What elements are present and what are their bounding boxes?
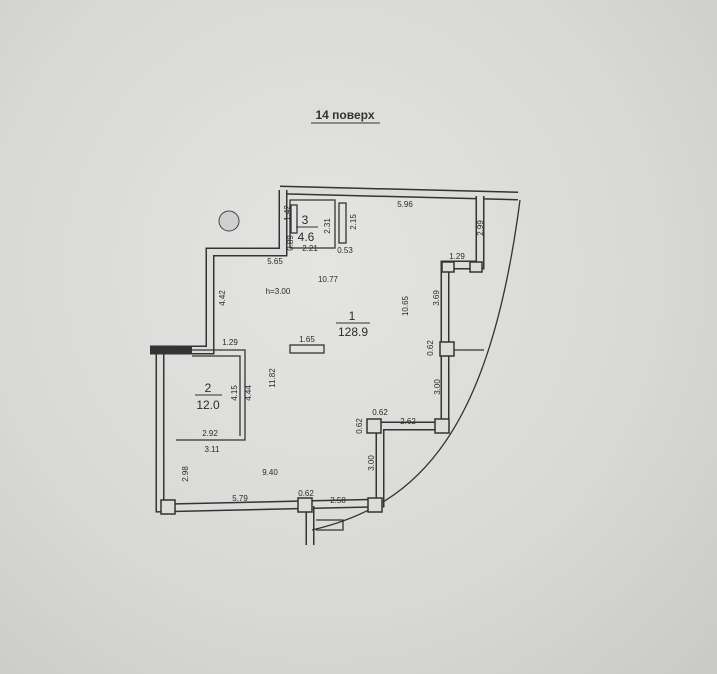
dim: 2.92 bbox=[202, 429, 218, 438]
dim: 0.53 bbox=[337, 246, 353, 255]
dimension-labels: 5.96 1.42 2.31 2.15 0.89 2.21 0.53 2.99 … bbox=[181, 200, 485, 505]
dim: 1.65 bbox=[299, 335, 315, 344]
dim: 1.29 bbox=[449, 252, 465, 261]
room-1-area: 128.9 bbox=[338, 325, 368, 339]
dim: 0.62 bbox=[372, 408, 388, 417]
dim: 3.00 bbox=[367, 455, 376, 471]
dim: 0.89 bbox=[286, 235, 295, 251]
dim: 2.98 bbox=[181, 466, 190, 482]
page-title: 14 поверх bbox=[311, 108, 380, 124]
dim: 4.15 bbox=[230, 385, 239, 401]
ceiling-height: h=3.00 bbox=[266, 287, 291, 296]
dim: 3.69 bbox=[432, 290, 441, 306]
dim: 3.11 bbox=[205, 445, 221, 454]
room-2-area: 12.0 bbox=[196, 398, 220, 412]
dim: 4.42 bbox=[218, 290, 227, 306]
walls bbox=[150, 185, 521, 545]
room-3-area: 4.6 bbox=[298, 230, 315, 244]
dim: 5.96 bbox=[397, 200, 413, 209]
room-2-number: 2 bbox=[205, 381, 212, 395]
floor-title: 14 поверх bbox=[316, 108, 375, 122]
room-3-number: 3 bbox=[302, 213, 309, 227]
dim: 2.99 bbox=[476, 220, 485, 236]
dim: 1.42 bbox=[283, 205, 292, 221]
dim: 5.79 bbox=[232, 494, 248, 503]
room-labels: 1 128.9 2 12.0 3 4.6 h=3.00 bbox=[195, 213, 370, 412]
room-1-number: 1 bbox=[349, 309, 356, 323]
dim: 0.62 bbox=[426, 340, 435, 356]
columns bbox=[160, 261, 483, 515]
dim: 10.77 bbox=[318, 275, 339, 284]
dim: 3.00 bbox=[433, 379, 442, 395]
dim: 10.65 bbox=[401, 295, 410, 316]
dim: 0.62 bbox=[355, 418, 364, 434]
dim: 2.15 bbox=[349, 214, 358, 230]
dim: 11.82 bbox=[268, 368, 277, 388]
dim: 0.62 bbox=[298, 489, 314, 498]
dim: 2.62 bbox=[400, 417, 416, 426]
dim: 2.21 bbox=[302, 244, 318, 253]
stamp-circle bbox=[218, 210, 240, 232]
dim: 1.29 bbox=[222, 338, 238, 347]
dim: 9.40 bbox=[262, 468, 278, 477]
dim: 2.31 bbox=[323, 218, 332, 234]
dim: 4.44 bbox=[244, 385, 253, 401]
dim: 5.65 bbox=[267, 257, 283, 266]
dim: 2.58 bbox=[330, 496, 346, 505]
